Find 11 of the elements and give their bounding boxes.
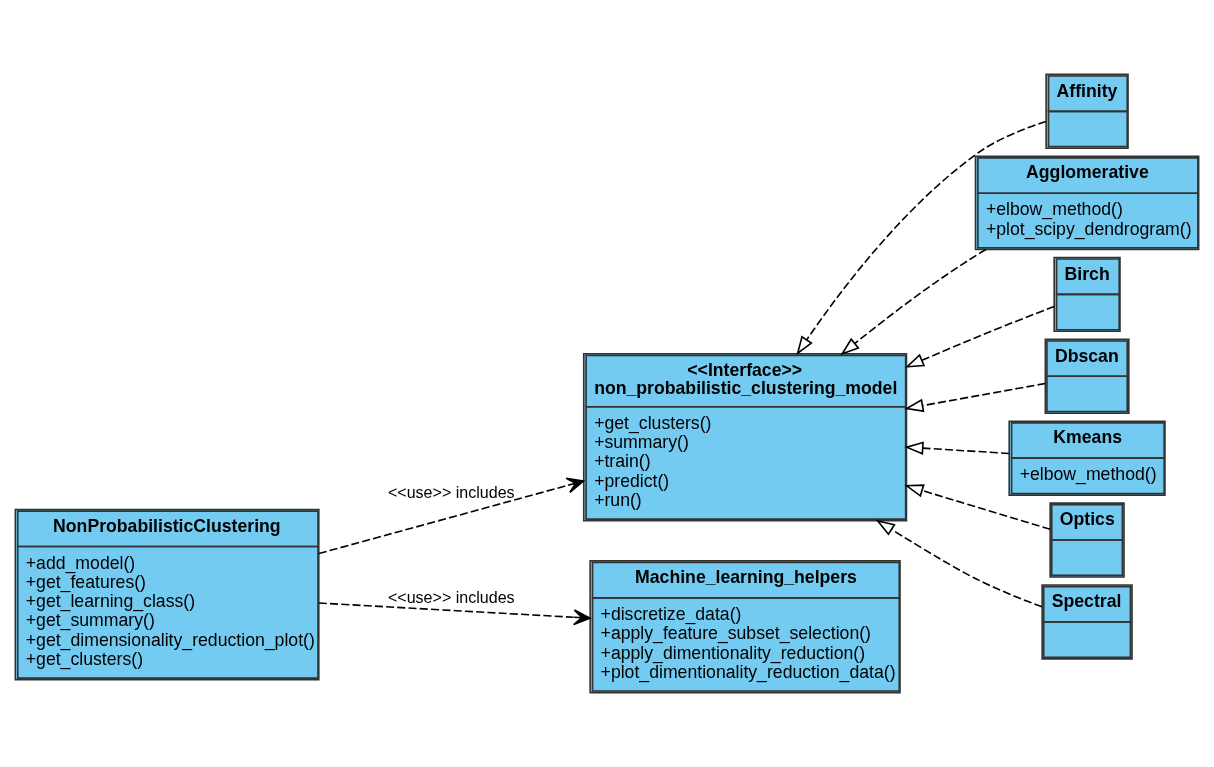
arrow (875, 519, 1043, 608)
arrow (840, 248, 987, 356)
arrow (904, 382, 1047, 413)
arrow (796, 120, 1047, 356)
arrow (904, 305, 1055, 368)
edge-label: <<use>> includes (387, 483, 515, 502)
arrow (318, 477, 585, 555)
arrow (318, 602, 591, 626)
arrow (904, 484, 1051, 531)
arrow (904, 441, 1010, 455)
edge-label: <<use>> includes (387, 587, 515, 606)
